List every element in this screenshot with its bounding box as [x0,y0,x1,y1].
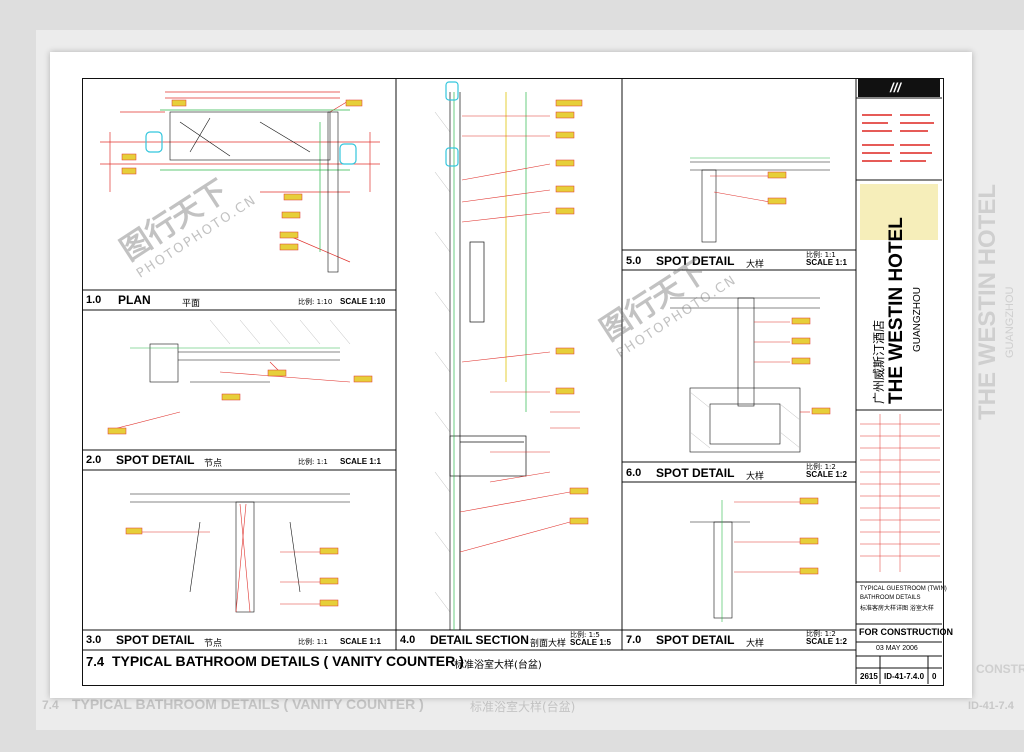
drawing-frame [82,78,944,686]
drawing-info-2: BATHROOM DETAILS [860,595,921,601]
background-city: GUANGZHOU [1004,286,1016,359]
cad-linework [82,78,942,684]
hotel-city: GUANGZHOU [912,287,923,352]
background-hotel: THE WESTIN HOTEL [974,184,1001,420]
firm-logo: /// [890,80,901,95]
background-drawing-no: ID-41-7.4 [968,700,1014,712]
drawing-number: ID-41-7.4.0 [884,672,925,681]
status-for-construction: FOR CONSTRUCTION [859,627,953,637]
drawing-info-cn: 标准客房大样详图 浴室大样 [860,605,934,612]
background-sheet-number: 7.4 [42,698,59,712]
background-title: TYPICAL BATHROOM DETAILS ( VANITY COUNTE… [72,696,424,712]
revision-number: 0 [932,672,937,681]
background-status: CONSTRUCTION [976,662,1024,676]
project-number: 2615 [860,672,878,681]
drawing-sheet: 1.0 PLAN 平面 比例: 1:10 SCALE 1:10 2.0 SPOT… [50,52,972,698]
issue-date: 03 MAY 2006 [876,645,918,652]
hotel-name: THE WESTIN HOTEL [886,217,907,404]
background-title-cn: 标准浴室大样(台盆) [470,700,576,714]
hotel-name-cn: 广州威斯汀酒店 [872,319,886,404]
drawing-info-1: TYPICAL GUESTROOM (TWIN) [860,586,947,592]
